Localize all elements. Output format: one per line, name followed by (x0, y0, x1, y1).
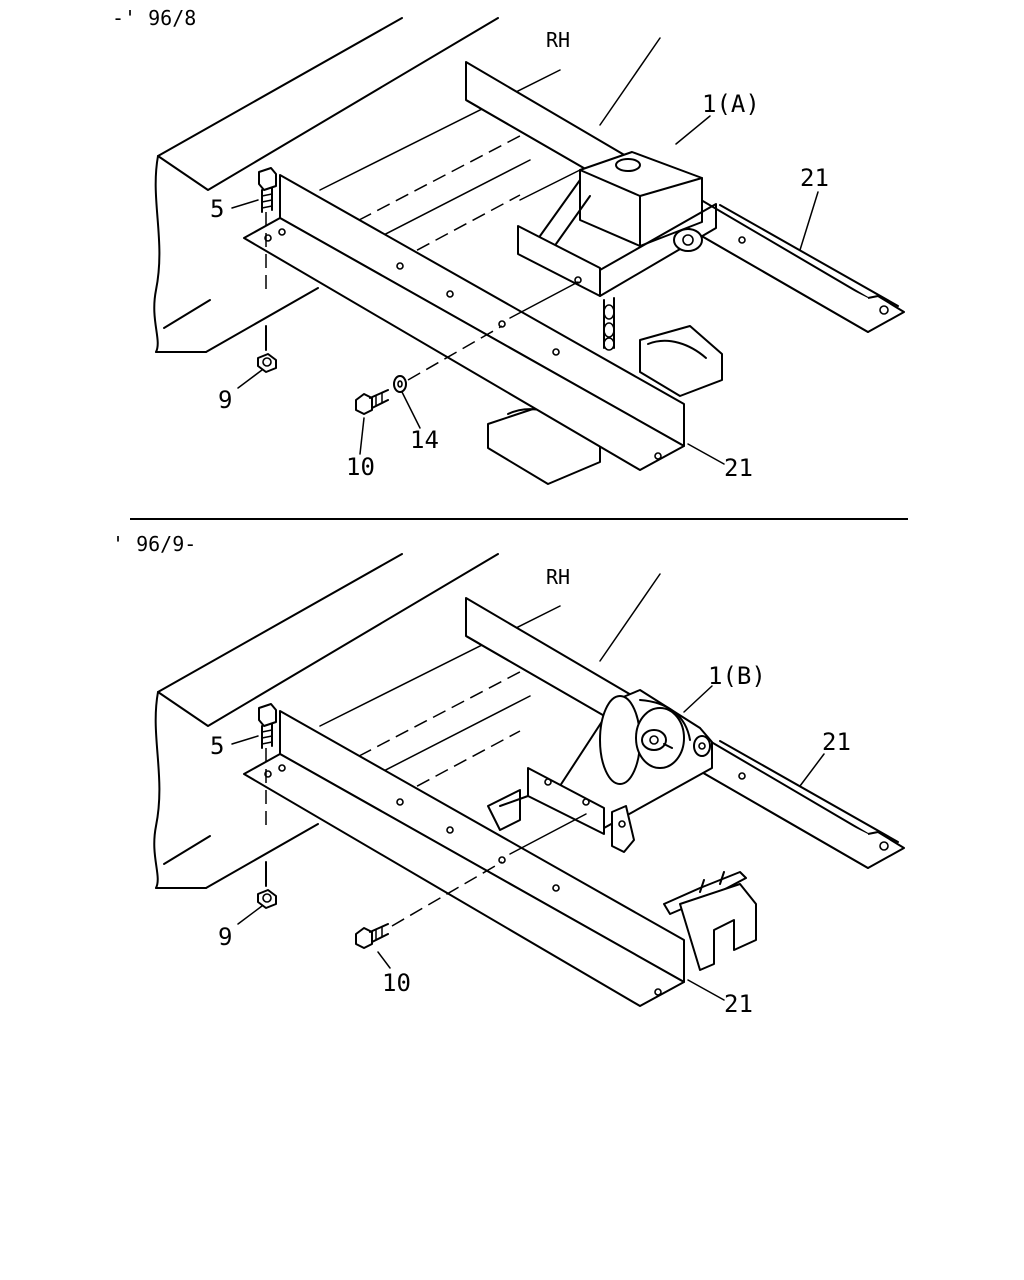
leader-21-front-bottom (687, 979, 725, 1001)
bolt-5-top (258, 167, 277, 351)
callout-14-top: 14 (410, 426, 439, 454)
leader-9-bottom (237, 905, 263, 925)
nut-9-bottom (257, 889, 277, 909)
leader-1b (683, 685, 713, 713)
assembly-1a (487, 151, 723, 485)
bolt-10-bottom (355, 923, 389, 949)
callout-5-bottom: 5 (210, 732, 224, 760)
leader-9-top (237, 369, 263, 389)
diagram-top: -' 96/8 RH (112, 6, 905, 485)
bolt-5-bottom (258, 703, 277, 887)
frame-rail-bottom (153, 553, 499, 889)
leader-5-top (231, 199, 259, 209)
side-label-top: RH (546, 28, 570, 52)
leader-21-rear-top (799, 191, 819, 251)
leader-10-top (359, 417, 365, 455)
cross-member-front-bottom (243, 710, 685, 1007)
side-label-bottom: RH (546, 565, 570, 589)
period-label-top: -' 96/8 (112, 6, 196, 30)
leader-1a (675, 115, 711, 145)
leader-10-bottom (377, 951, 391, 969)
bolt-axis-2-bottom (509, 813, 587, 855)
leader-21-front-top (687, 443, 725, 465)
frame-rail-top (153, 17, 499, 353)
bolt-axis-top (407, 325, 503, 381)
leader-21-rear-bottom (799, 753, 825, 787)
callout-9-top: 9 (218, 386, 232, 414)
callout-9-bottom: 9 (218, 923, 232, 951)
callout-10-top: 10 (346, 453, 375, 481)
assembly-1b (487, 689, 757, 971)
washer-14-top (393, 375, 407, 393)
nut-9-top (257, 353, 277, 373)
leader-14-top (401, 391, 421, 429)
frame-background-lines-bottom (319, 573, 661, 807)
callout-1a: 1(A) (702, 90, 760, 118)
bolt-axis-bottom (391, 861, 503, 927)
callout-10-bottom: 10 (382, 969, 411, 997)
diagram-bottom: ' 96/9- RH (112, 532, 905, 1018)
callout-1b: 1(B) (708, 662, 766, 690)
leader-5-bottom (231, 735, 259, 745)
callout-21-front-top: 21 (724, 454, 753, 482)
bolt-axis-2-top (509, 281, 579, 319)
period-label-bottom: ' 96/9- (112, 532, 196, 556)
callout-21-rear-bottom: 21 (822, 728, 851, 756)
callout-21-rear-top: 21 (800, 164, 829, 192)
cross-member-front-top (243, 174, 685, 471)
callout-5-top: 5 (210, 195, 224, 223)
bolt-10-top (355, 389, 389, 415)
callout-21-front-bottom: 21 (724, 990, 753, 1018)
